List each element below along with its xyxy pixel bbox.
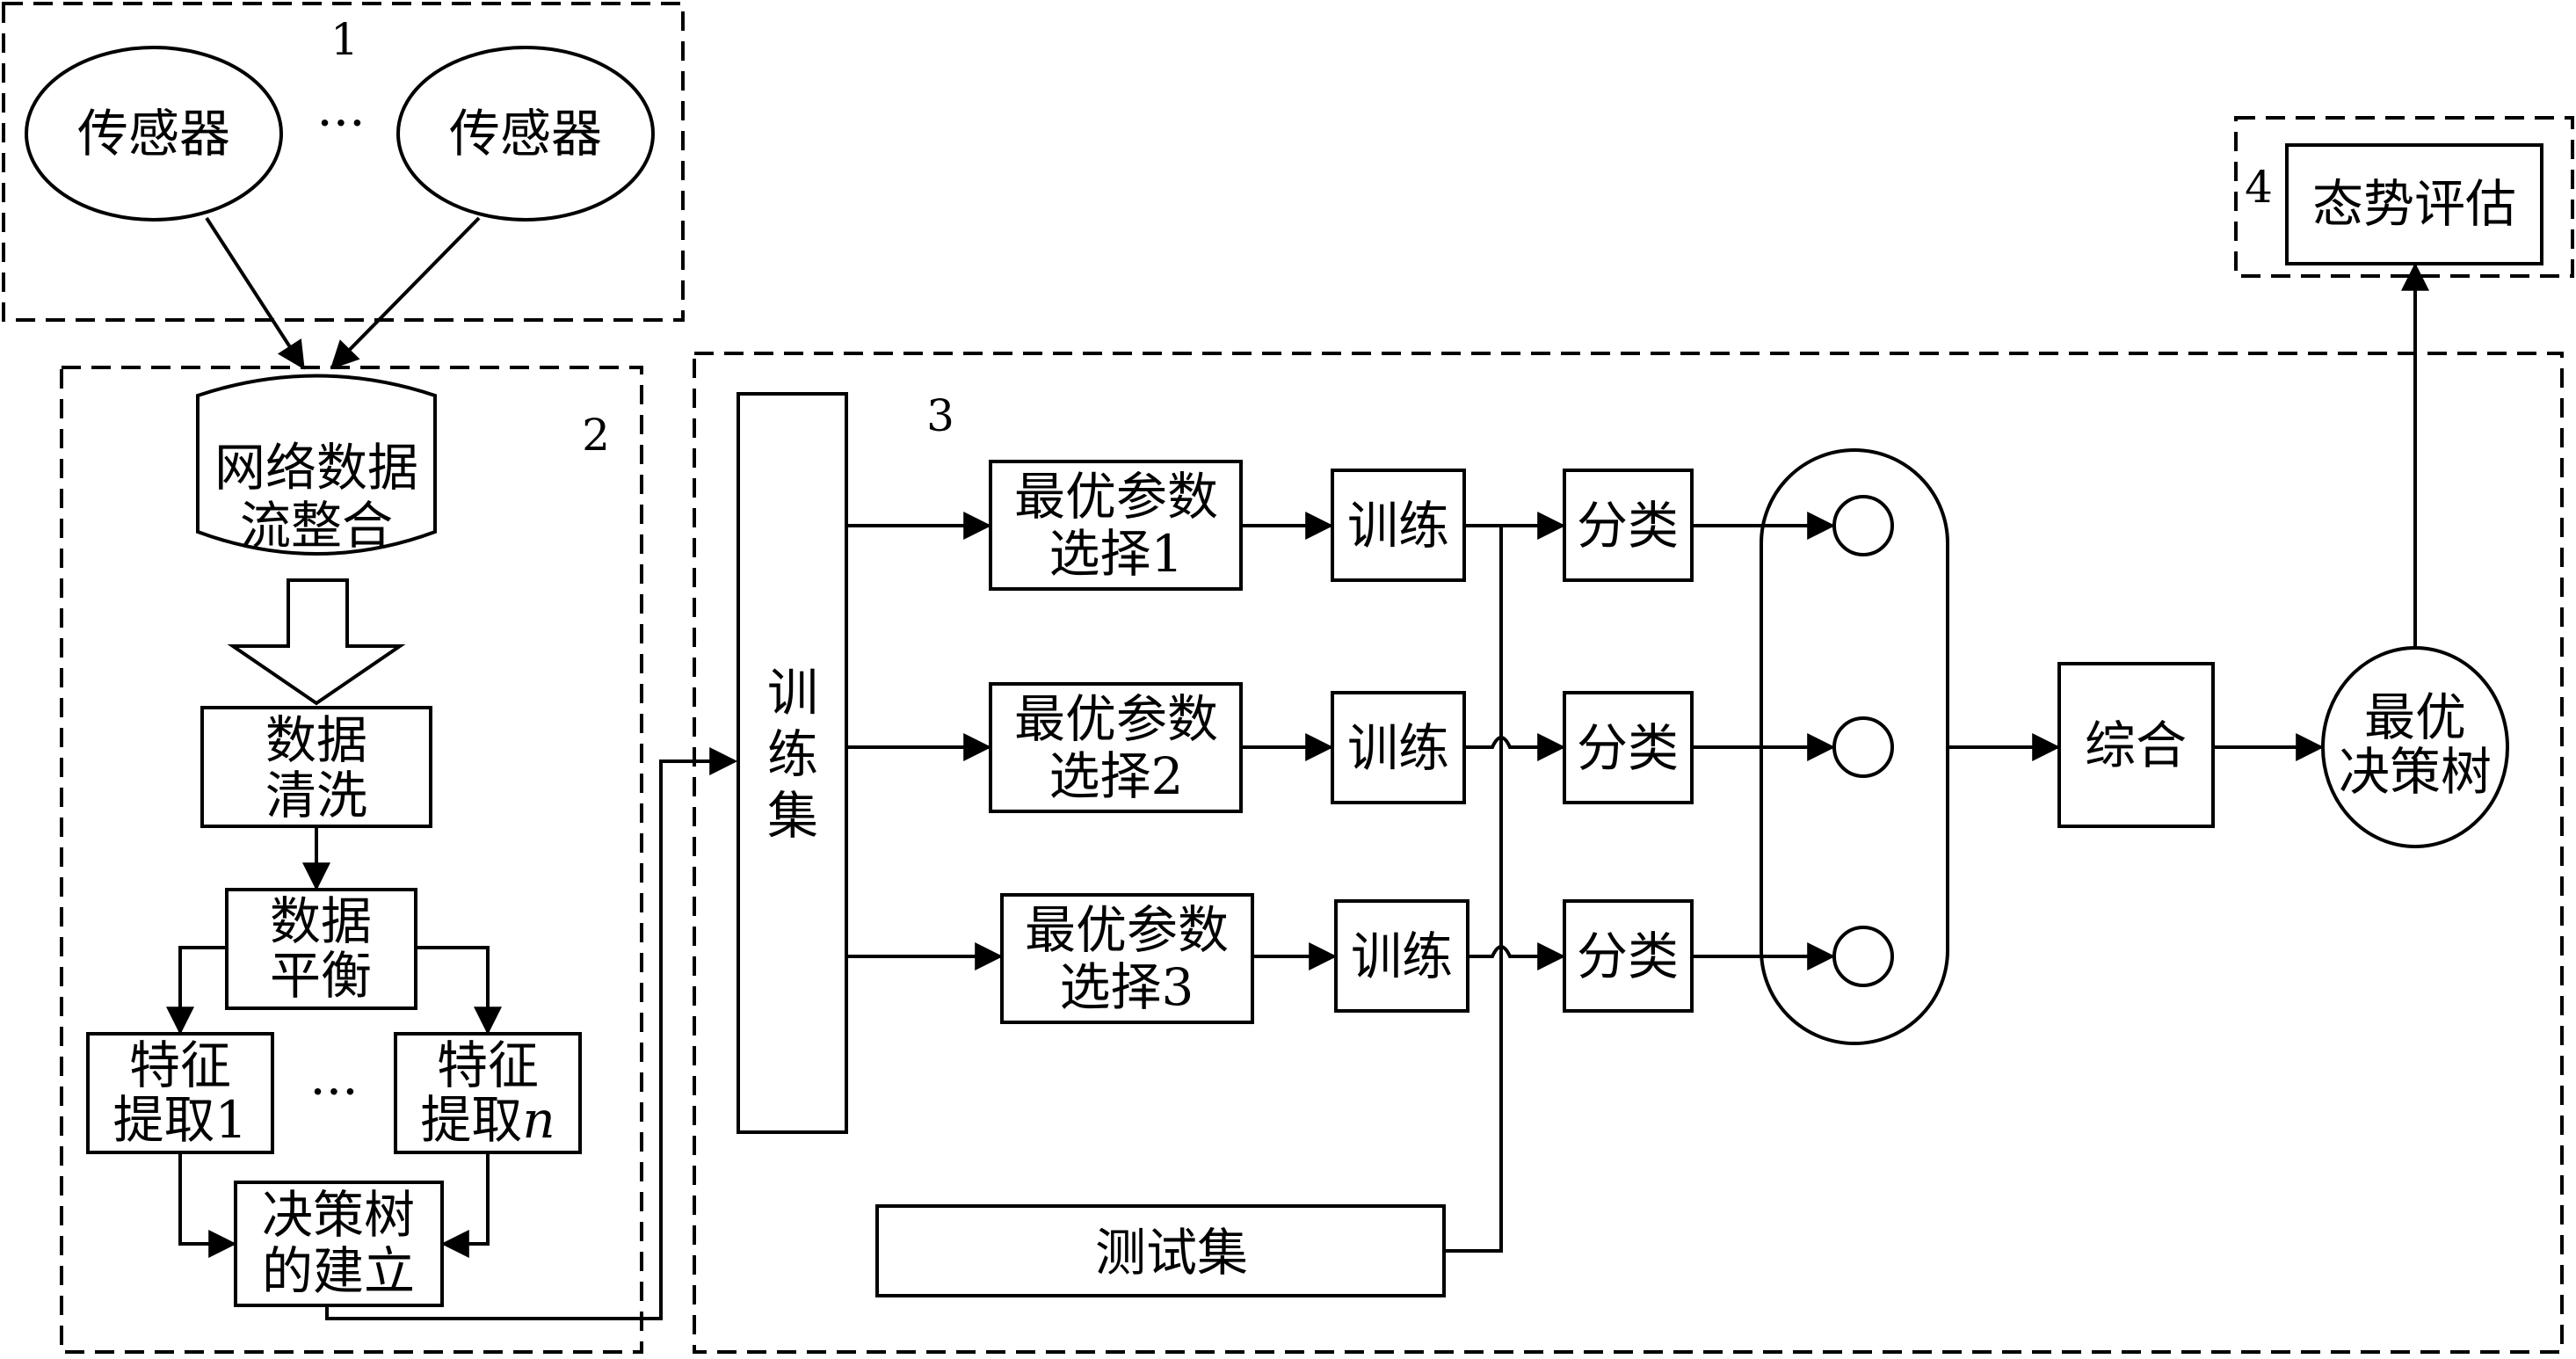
region-2-number: 2 xyxy=(582,410,610,461)
region-4-number: 4 xyxy=(2245,162,2273,213)
hollow-down-arrow xyxy=(227,578,406,706)
classify-1-label: 分类 xyxy=(1577,496,1679,556)
arrow-sensor-right-to-integration xyxy=(330,216,481,370)
best-decision-tree-line-2: 决策树 xyxy=(2339,742,2492,802)
param-select-3-line-1: 最优参数 xyxy=(1025,900,1229,960)
sensor-ellipsis: ··· xyxy=(316,93,365,153)
param-select-2-line-2: 选择2 xyxy=(1049,746,1184,806)
region-4-frame xyxy=(2234,116,2574,278)
feature-extract-1-line-2: 提取1 xyxy=(113,1090,248,1150)
arrow-tree-to-training-set xyxy=(325,747,738,1320)
train-1-label: 训练 xyxy=(1347,496,1449,556)
train-3-label: 训练 xyxy=(1351,927,1453,986)
classify-3-label: 分类 xyxy=(1577,927,1679,986)
arrow-balance-to-feature-1 xyxy=(166,946,227,1036)
train-2-label: 训练 xyxy=(1347,718,1449,778)
feature-extract-n-line-1: 特征 xyxy=(437,1036,539,1095)
classify-2-label: 分类 xyxy=(1577,718,1679,778)
classify-1-box xyxy=(1563,469,1694,582)
test-set-label: 测试集 xyxy=(1095,1223,1248,1283)
integration-line-1: 网络数据 xyxy=(214,438,418,498)
region-3-number: 3 xyxy=(926,390,954,441)
param-select-1-line-2: 选择1 xyxy=(1049,524,1184,584)
train-3-box xyxy=(1334,899,1469,1013)
assessment-label: 态势评估 xyxy=(2312,174,2516,234)
param-select-3-line-2: 选择3 xyxy=(1060,957,1194,1017)
param-select-2-line-1: 最优参数 xyxy=(1014,689,1218,749)
training-set-char-3: 集 xyxy=(767,786,818,846)
data-cleaning-box xyxy=(200,706,432,828)
region-3-frame xyxy=(693,352,2564,1354)
param-select-1-line-1: 最优参数 xyxy=(1014,467,1218,527)
data-balance-line-2: 平衡 xyxy=(270,946,372,1006)
training-set-bar xyxy=(737,392,848,1134)
sensor-right-label: 传感器 xyxy=(449,104,602,164)
arrow-feature-n-to-tree xyxy=(440,1152,490,1258)
feature-extract-n-box xyxy=(394,1032,582,1154)
region-2-frame xyxy=(60,366,643,1354)
training-set-char-1: 训 xyxy=(767,663,818,723)
assessment-box xyxy=(2285,143,2543,265)
decision-tree-build-box xyxy=(234,1181,444,1307)
param-select-1-box xyxy=(989,460,1243,591)
integration-line-2: 流整合 xyxy=(240,496,393,556)
result-circle-2 xyxy=(1832,716,1894,778)
data-cleaning-line-2: 清洗 xyxy=(265,766,367,825)
decision-tree-build-line-2: 的建立 xyxy=(262,1241,415,1301)
sensor-left xyxy=(25,46,283,222)
result-circle-3 xyxy=(1832,926,1894,987)
result-circle-1 xyxy=(1832,495,1894,556)
sensor-left-label: 传感器 xyxy=(77,104,230,164)
data-cleaning-line-1: 数据 xyxy=(265,710,367,770)
arrow-feature-1-to-tree xyxy=(178,1152,237,1258)
combine-label: 综合 xyxy=(2085,716,2187,775)
region-1-frame xyxy=(2,2,685,322)
arrow-train-2-to-classify-2 xyxy=(1464,733,1566,761)
test-set-feed-line xyxy=(1444,526,1503,1253)
feature-extract-n-line-2: 提取n xyxy=(420,1090,555,1150)
feature-ellipsis: ··· xyxy=(309,1062,358,1122)
best-decision-tree-line-1: 最优 xyxy=(2364,687,2466,747)
feature-extract-1-line-1: 特征 xyxy=(129,1036,231,1095)
region-1-number: 1 xyxy=(330,14,359,65)
arrow-train-3-to-classify-3 xyxy=(1468,942,1566,970)
decision-tree-build-line-1: 决策树 xyxy=(262,1185,415,1245)
training-set-char-2: 练 xyxy=(767,724,818,784)
sensor-right xyxy=(396,46,655,222)
arrow-balance-to-feature-n xyxy=(416,946,502,1036)
data-balance-line-1: 数据 xyxy=(270,891,372,951)
arrow-sensor-left-to-integration xyxy=(205,216,305,370)
combine-box xyxy=(2057,662,2215,828)
integration-cylinder xyxy=(196,374,437,556)
test-set-box xyxy=(875,1204,1446,1297)
feature-n-variable: n xyxy=(522,1090,555,1150)
